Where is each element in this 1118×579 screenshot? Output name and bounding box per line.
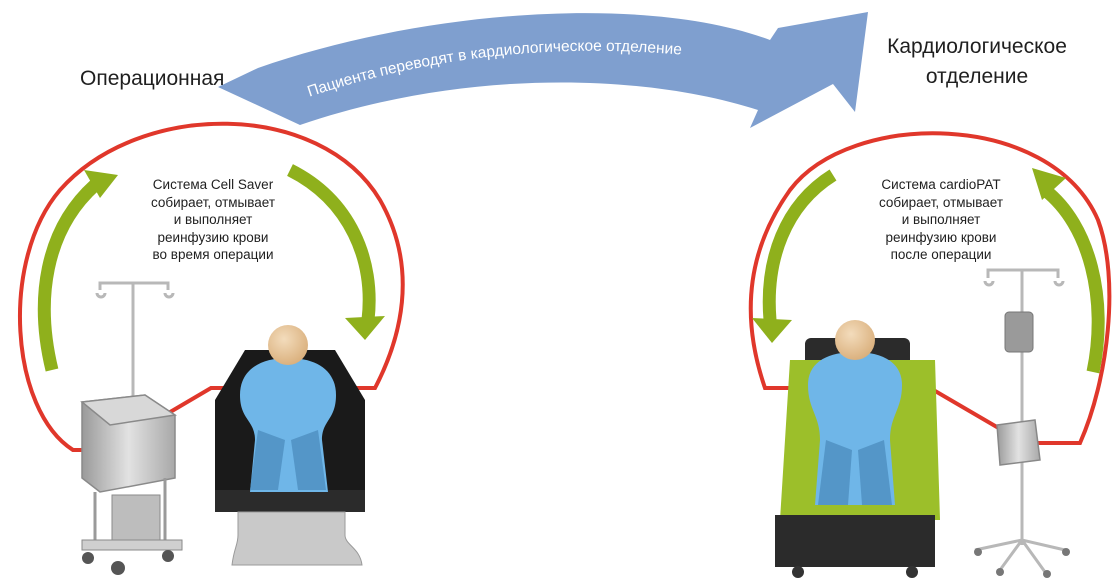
transfer-arrow	[218, 12, 868, 128]
right-system-caption: Система cardioPAT собирает, отмывает и в…	[878, 177, 1004, 262]
left-iv-pole	[95, 281, 175, 415]
left-patient	[240, 325, 336, 492]
right-green-arrowhead-up	[1032, 168, 1066, 200]
right-green-arrow-down	[762, 169, 837, 321]
left-green-arrowhead-up	[84, 170, 118, 198]
right-green-arrow-up	[1040, 184, 1105, 374]
right-blood-loop	[748, 131, 1112, 445]
left-system-caption: Система Cell Saver собирает, отмывает и …	[150, 177, 276, 262]
right-location-label: Кардиологическое отделение	[887, 35, 1067, 88]
left-blood-loop	[17, 121, 405, 452]
right-patient	[808, 320, 902, 505]
cardiopat-device	[974, 311, 1070, 578]
left-green-arrowhead-down	[345, 316, 385, 340]
cell-saver-device	[80, 394, 183, 575]
left-green-arrow-up	[37, 180, 100, 372]
right-green-arrowhead-down	[752, 318, 792, 343]
left-location-label: Операционная	[80, 67, 225, 90]
left-green-arrow-down	[287, 164, 376, 321]
